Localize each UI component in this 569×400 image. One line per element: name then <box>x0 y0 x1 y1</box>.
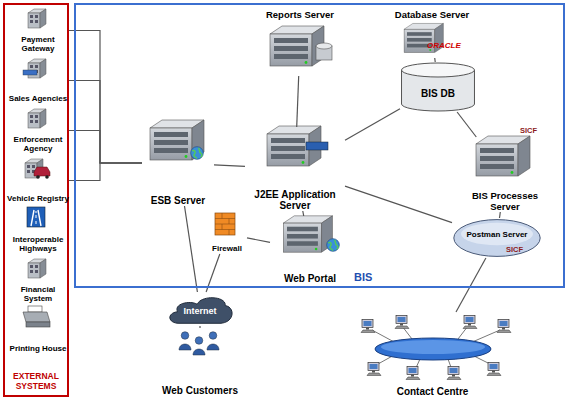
cyl-outline <box>400 62 476 112</box>
node-label: ESB Server <box>151 195 205 206</box>
connector-line <box>69 163 142 181</box>
server-node: Reports Server <box>260 10 340 76</box>
database-cylinder: BIS DB <box>400 62 476 112</box>
gateway-icon <box>28 9 46 28</box>
connector-line <box>185 206 198 292</box>
server-node: BIS Processes Server <box>457 137 553 212</box>
node-label: Postman Server <box>467 231 528 240</box>
customers-node: Web Customers <box>155 328 245 396</box>
external-system: Financial System <box>7 257 69 304</box>
server-node: Web Portal <box>270 216 350 284</box>
registry-icon <box>25 159 50 179</box>
connector-line <box>345 186 452 223</box>
node-label: Contact Centre <box>397 386 469 397</box>
globe-icon <box>191 147 204 160</box>
node-label: Payment Gateway <box>7 36 69 54</box>
contact-centre-node: Contact Centre <box>345 312 520 397</box>
people-icon <box>179 332 219 355</box>
connector-line <box>69 131 142 164</box>
connector-line <box>199 326 200 328</box>
agency-icon <box>28 109 46 128</box>
network-ring <box>375 338 491 360</box>
connector-line <box>69 81 142 164</box>
server-icon <box>283 216 332 252</box>
contact-centre-network <box>372 326 500 370</box>
printer-icon <box>23 306 50 327</box>
connector-line <box>214 165 245 167</box>
node-label: Internet <box>183 307 216 317</box>
logo-badge <box>306 142 328 150</box>
connector-line <box>247 238 270 242</box>
node-label: Enforcement Agency <box>7 136 69 154</box>
node-label: Printing House <box>10 345 67 354</box>
node-label: BIS DB <box>421 88 455 99</box>
connector-line <box>457 112 476 137</box>
connector-line <box>434 58 436 62</box>
server-node: Database Server <box>387 10 477 58</box>
external-system: Payment Gateway <box>7 7 69 54</box>
connector-line <box>302 211 304 216</box>
region-heading: EXTERNAL SYSTEMS <box>5 372 67 391</box>
region-heading: BIS <box>354 271 372 283</box>
node-label: Web Customers <box>162 385 238 396</box>
external-system: Sales Agencies <box>7 57 69 104</box>
external-system: Enforcement Agency <box>7 107 69 154</box>
cloud-part <box>170 298 232 324</box>
financial-icon <box>28 259 46 278</box>
node-label: Financial System <box>7 286 69 304</box>
server-node: ESB Server <box>142 120 214 206</box>
vendor-logo: SICF <box>520 127 537 135</box>
bis-region: BIS Reports Server Database ServerESB Serv… <box>74 3 565 288</box>
node-label: Vehicle Registry <box>7 195 69 204</box>
node-label: Firewall <box>212 245 242 254</box>
disk-icon <box>316 43 332 60</box>
network-ring-highlight <box>381 340 485 354</box>
node-label: Reports Server <box>266 10 334 20</box>
server-node: J2EE Application Server <box>245 127 345 211</box>
connector-line <box>456 258 486 312</box>
vendor-logo: SICF <box>506 246 523 254</box>
node-label: Web Portal <box>284 273 336 284</box>
firewall-icon <box>215 213 235 235</box>
node-label: Database Server <box>395 10 469 20</box>
highway-sign-icon <box>27 207 45 227</box>
postman-ellipse: Postman Server <box>452 218 542 258</box>
external-systems-panel: EXTERNAL SYSTEMS Payment GatewaySales Age… <box>3 3 69 397</box>
connector-line <box>297 76 299 127</box>
server-icon <box>150 120 204 160</box>
internet-cloud: Internet <box>165 292 235 326</box>
external-system: Interoperable Highways <box>7 207 69 254</box>
vendor-logo: ORACLE <box>427 42 461 50</box>
agency-icon <box>23 59 46 78</box>
ell-part <box>461 223 533 245</box>
cyl-part <box>402 63 475 77</box>
node-label: Interoperable Highways <box>7 236 69 254</box>
external-system: Printing House <box>7 307 69 354</box>
workstation-icons <box>361 316 511 380</box>
external-system: Vehicle Registry <box>7 157 69 204</box>
firewall-node: Firewall <box>207 214 247 254</box>
connector-line <box>69 31 142 164</box>
node-label: Sales Agencies <box>9 95 67 104</box>
node-label: BIS Processes Server <box>457 191 553 212</box>
server-icon <box>476 136 530 176</box>
ell-part <box>454 220 540 257</box>
connector-line <box>345 109 400 141</box>
connector-line <box>499 212 501 218</box>
globe-icon <box>327 239 340 252</box>
node-label: J2EE Application Server <box>245 189 345 211</box>
